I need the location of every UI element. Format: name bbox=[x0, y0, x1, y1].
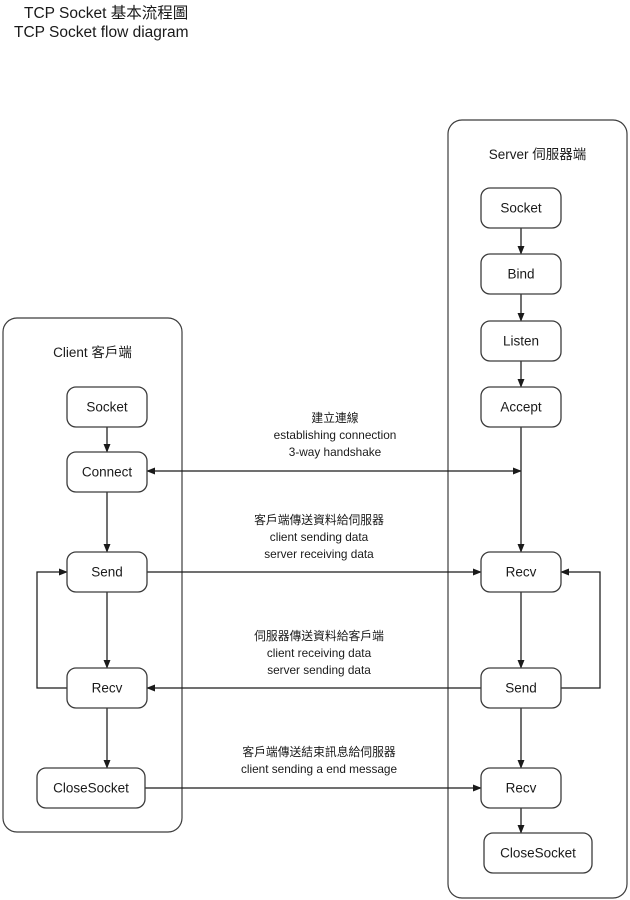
label-server-sending-line-1: 伺服器傳送資料給客戶端 bbox=[254, 629, 384, 643]
node-server-listen[interactable]: Listen bbox=[480, 320, 562, 362]
label-server-sending-line-3: server sending data bbox=[267, 663, 371, 677]
node-box-server-send[interactable] bbox=[480, 667, 562, 709]
node-label-server-send: Send bbox=[505, 681, 537, 696]
node-label-server-recv-2: Recv bbox=[506, 781, 537, 796]
node-box-client-send[interactable] bbox=[66, 551, 148, 593]
label-client-end-message-line-2: client sending a end message bbox=[241, 762, 398, 776]
node-server-recv-1[interactable]: Recv bbox=[480, 551, 562, 593]
label-server-sending: 伺服器傳送資料給客戶端 client receiving data server s… bbox=[254, 629, 384, 677]
node-box-client-connect[interactable] bbox=[66, 451, 148, 493]
label-handshake: 建立連線 establishing connection 3-way handsha… bbox=[274, 411, 397, 459]
node-box-client-recv[interactable] bbox=[66, 667, 148, 709]
node-label-server-bind: Bind bbox=[507, 267, 534, 282]
node-box-server-bind[interactable] bbox=[480, 253, 562, 295]
node-client-recv[interactable]: Recv bbox=[66, 667, 148, 709]
label-handshake-line-3: 3-way handshake bbox=[289, 445, 382, 459]
node-box-server-accept[interactable] bbox=[480, 386, 562, 428]
label-client-end-message-line-1: 客戶端傳送結束訊息給伺服器 bbox=[242, 745, 396, 759]
edges-layer bbox=[36, 228, 601, 834]
edge-labels-layer: 建立連線 establishing connection 3-way handsha… bbox=[241, 411, 398, 776]
title-line-chinese: TCP Socket 基本流程圖 bbox=[24, 4, 188, 22]
node-label-client-connect: Connect bbox=[82, 465, 133, 480]
diagram-title: TCP Socket 基本流程圖 TCP Socket flow diagram bbox=[14, 4, 189, 41]
node-label-client-closesocket: CloseSocket bbox=[53, 781, 129, 796]
label-client-sending-line-3: server receiving data bbox=[264, 547, 374, 561]
node-label-server-listen: Listen bbox=[503, 334, 539, 349]
node-box-server-listen[interactable] bbox=[480, 320, 562, 362]
node-box-server-socket[interactable] bbox=[480, 187, 562, 229]
node-server-recv-2[interactable]: Recv bbox=[480, 767, 562, 809]
edge-server-loop-send-recv bbox=[560, 568, 601, 689]
node-box-server-recv-1[interactable] bbox=[480, 551, 562, 593]
node-box-server-recv-2[interactable] bbox=[480, 767, 562, 809]
panel-title-client: Client 客戶端 bbox=[53, 344, 132, 360]
node-label-client-send: Send bbox=[91, 565, 123, 580]
node-label-client-socket: Socket bbox=[86, 400, 128, 415]
node-box-server-closesocket[interactable] bbox=[483, 832, 593, 874]
node-label-server-socket: Socket bbox=[500, 201, 542, 216]
label-handshake-line-1: 建立連線 bbox=[311, 411, 358, 425]
nodes-layer: SocketConnectSendRecvCloseSocketSocketBi… bbox=[36, 187, 593, 874]
node-label-server-closesocket: CloseSocket bbox=[500, 846, 576, 861]
node-client-connect[interactable]: Connect bbox=[66, 451, 148, 493]
label-handshake-line-2: establishing connection bbox=[274, 428, 397, 442]
node-server-closesocket[interactable]: CloseSocket bbox=[483, 832, 593, 874]
node-box-client-closesocket[interactable] bbox=[36, 767, 146, 809]
node-server-send[interactable]: Send bbox=[480, 667, 562, 709]
node-box-client-socket[interactable] bbox=[66, 386, 148, 428]
node-server-accept[interactable]: Accept bbox=[480, 386, 562, 428]
node-client-closesocket[interactable]: CloseSocket bbox=[36, 767, 146, 809]
title-line-english: TCP Socket flow diagram bbox=[14, 24, 189, 41]
label-client-end-message: 客戶端傳送結束訊息給伺服器 client sending a end messag… bbox=[241, 745, 398, 776]
panel-title-server: Server 伺服器端 bbox=[489, 147, 587, 162]
node-label-client-recv: Recv bbox=[92, 681, 123, 696]
node-label-server-recv-1: Recv bbox=[506, 565, 537, 580]
node-server-socket[interactable]: Socket bbox=[480, 187, 562, 229]
node-server-bind[interactable]: Bind bbox=[480, 253, 562, 295]
node-label-server-accept: Accept bbox=[500, 400, 542, 415]
label-client-sending-line-1: 客戶端傳送資料給伺服器 bbox=[254, 513, 384, 527]
label-client-sending: 客戶端傳送資料給伺服器 client sending data server rec… bbox=[254, 513, 384, 561]
label-client-sending-line-2: client sending data bbox=[270, 530, 369, 544]
node-client-send[interactable]: Send bbox=[66, 551, 148, 593]
label-server-sending-line-2: client receiving data bbox=[267, 646, 372, 660]
node-client-socket[interactable]: Socket bbox=[66, 386, 148, 428]
edge-client-loop-recv-send bbox=[36, 568, 68, 689]
